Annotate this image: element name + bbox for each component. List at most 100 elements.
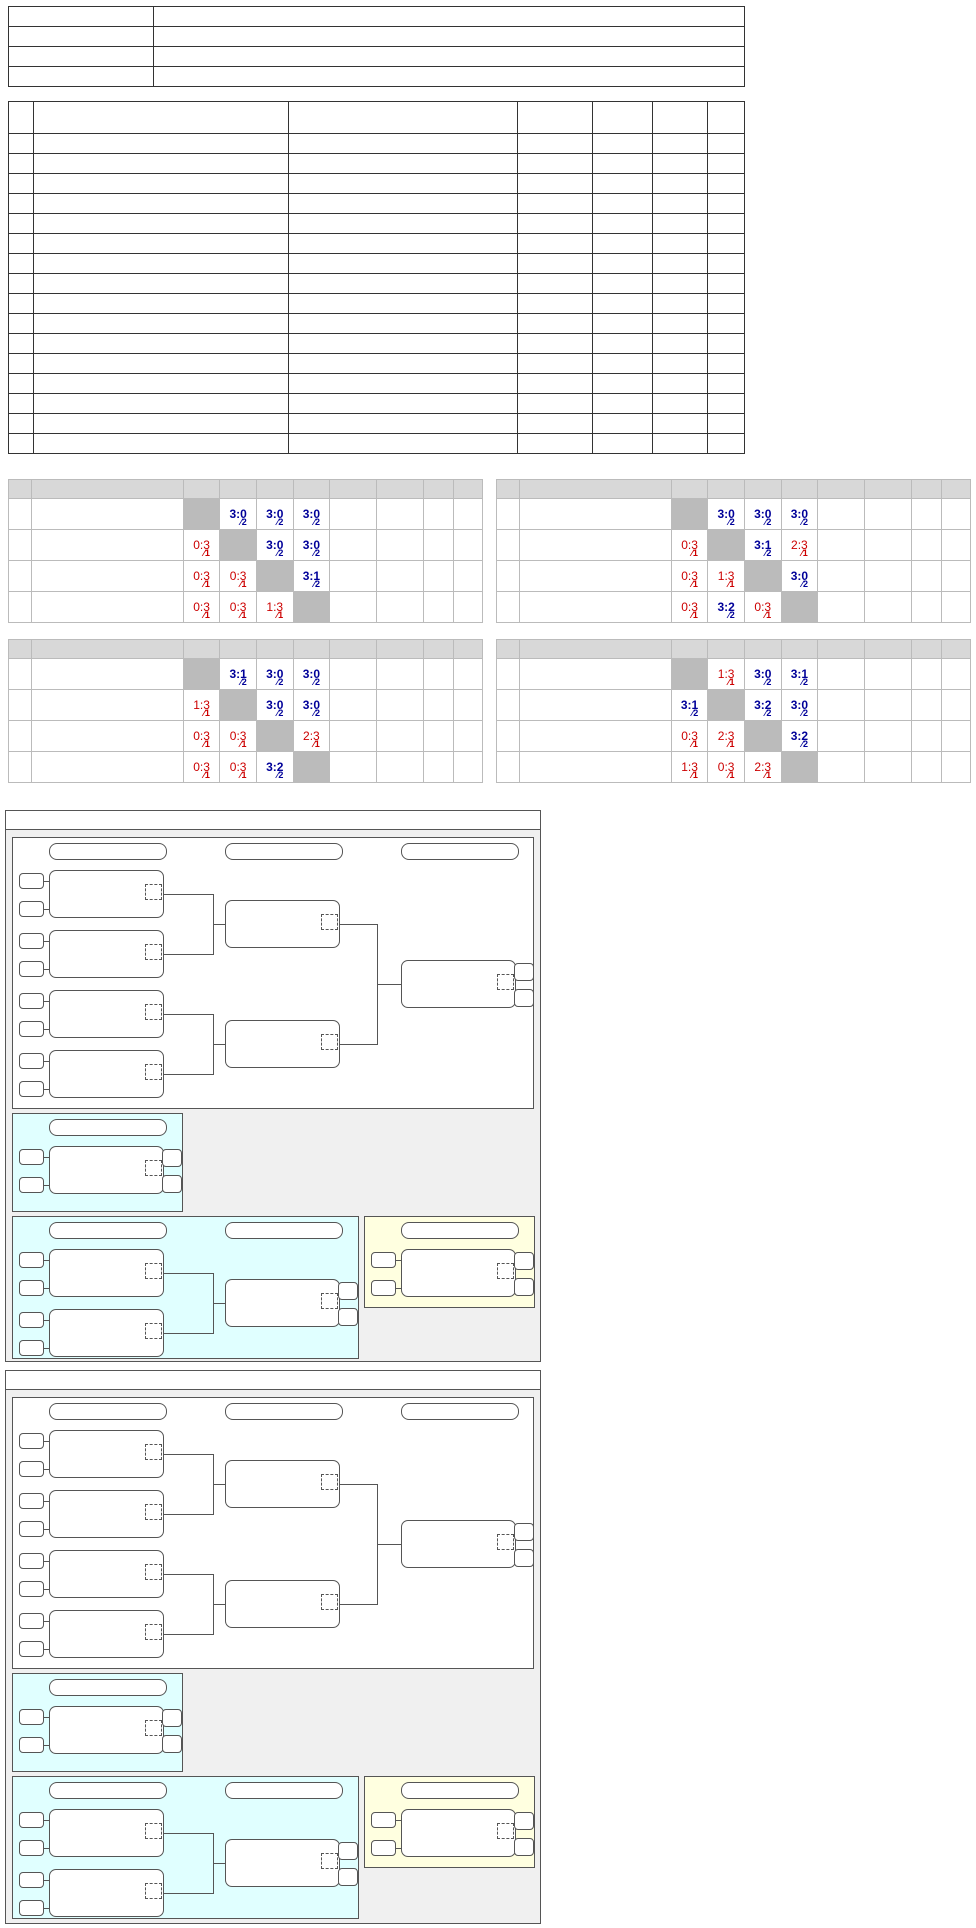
participant-cell — [652, 333, 708, 354]
bracket-line — [44, 1441, 49, 1442]
participant-cell — [706, 313, 746, 334]
bracket-line — [164, 1014, 214, 1015]
participant-cell — [8, 253, 34, 274]
group-games — [817, 689, 866, 721]
bracket-line — [44, 1717, 49, 1718]
place-badge — [338, 1308, 358, 1326]
bracket-match[interactable] — [225, 900, 340, 948]
bracket-line — [164, 1893, 214, 1894]
match-points: ⁄1 — [203, 579, 210, 589]
bracket-match[interactable] — [49, 1550, 164, 1598]
group-player — [519, 560, 672, 592]
match-points: ⁄1 — [801, 548, 808, 558]
bracket-match[interactable] — [225, 1279, 340, 1327]
match-number — [145, 1064, 162, 1080]
participant-cell — [592, 393, 654, 414]
group-points — [911, 751, 942, 783]
participant-cell — [592, 413, 654, 434]
participant-cell — [287, 273, 519, 294]
group-games — [329, 751, 378, 783]
match-points: ⁄2 — [801, 579, 809, 589]
participant-cell — [517, 193, 594, 214]
match-points: ⁄2 — [276, 708, 284, 718]
match-number — [321, 1853, 338, 1869]
participant-cell — [287, 293, 519, 314]
participant-cell — [8, 173, 34, 194]
seed-label — [19, 1280, 44, 1296]
bracket-match[interactable] — [49, 1809, 164, 1857]
place-badge — [162, 1149, 182, 1167]
bracket-match[interactable] — [49, 1610, 164, 1658]
bracket-line — [44, 909, 49, 910]
group-column-header — [292, 479, 331, 499]
match-score: 3:2⁄2 — [790, 729, 809, 749]
empty-cell — [780, 591, 819, 623]
match-number — [145, 1323, 162, 1339]
participant-cell — [517, 393, 594, 414]
bracket-match[interactable] — [49, 930, 164, 978]
bracket-match[interactable] — [49, 1869, 164, 1917]
match-cell: 0:3⁄1 — [182, 529, 221, 561]
round-header — [401, 843, 519, 860]
bracket-match[interactable] — [225, 1839, 340, 1887]
bracket-match[interactable] — [225, 1460, 340, 1508]
seed-label — [19, 1053, 44, 1069]
bracket-match[interactable] — [225, 1580, 340, 1628]
bracket-line — [44, 969, 49, 970]
match-score: 1:3⁄1 — [193, 698, 210, 718]
match-score: 3:1⁄2 — [754, 538, 772, 558]
group-games — [817, 498, 866, 530]
participant-cell — [652, 173, 708, 194]
bracket-match[interactable] — [49, 1146, 164, 1194]
match-cell: 2:3⁄1 — [743, 751, 782, 783]
participant-row — [8, 433, 746, 454]
bracket-match[interactable] — [49, 1430, 164, 1478]
participant-row — [8, 133, 746, 154]
empty-cell — [182, 658, 221, 690]
group-points — [911, 591, 942, 623]
match-points: ⁄1 — [727, 739, 735, 749]
bracket-match[interactable] — [49, 990, 164, 1038]
match-score: 0:3⁄1 — [193, 760, 210, 780]
match-points: ⁄1 — [239, 610, 247, 620]
match-score: 3:0⁄2 — [266, 667, 284, 687]
match-cell: 0:3⁄1 — [670, 591, 709, 623]
seed-label — [19, 1521, 44, 1537]
match-points: ⁄2 — [313, 579, 321, 589]
match-cell: 1:3⁄1 — [670, 751, 709, 783]
participant-cell — [32, 333, 289, 354]
group-column-header — [423, 639, 454, 659]
participant-cell — [706, 273, 746, 294]
bracket-match[interactable] — [225, 1020, 340, 1068]
bracket-line — [44, 1820, 49, 1821]
bracket-match[interactable] — [49, 1706, 164, 1754]
match-number — [321, 1474, 338, 1490]
participant-cell — [8, 133, 34, 154]
bracket-match[interactable] — [49, 1309, 164, 1357]
match-points: ⁄1 — [727, 770, 735, 780]
group-player — [519, 658, 672, 690]
participant-cell — [652, 353, 708, 374]
match-number — [145, 1444, 162, 1460]
bracket-match[interactable] — [401, 1809, 516, 1857]
match-points: ⁄2 — [276, 677, 284, 687]
bracket-match[interactable] — [49, 1050, 164, 1098]
bracket-line — [164, 1333, 214, 1334]
bracket-match[interactable] — [401, 960, 516, 1008]
match-points: ⁄2 — [728, 610, 735, 620]
match-score: 0:3⁄1 — [193, 538, 210, 558]
bracket-match[interactable] — [401, 1520, 516, 1568]
bracket-line — [44, 1529, 49, 1530]
bracket-match[interactable] — [49, 1490, 164, 1538]
participant-row — [8, 393, 746, 414]
bracket-match[interactable] — [49, 1249, 164, 1297]
empty-cell — [743, 560, 782, 592]
bracket-box — [12, 1216, 359, 1359]
group-games — [817, 751, 866, 783]
group-points — [423, 751, 454, 783]
bracket-match[interactable] — [49, 870, 164, 918]
bracket-match[interactable] — [401, 1249, 516, 1297]
bracket-line — [164, 1833, 214, 1834]
match-score: 2:3⁄1 — [791, 538, 808, 558]
